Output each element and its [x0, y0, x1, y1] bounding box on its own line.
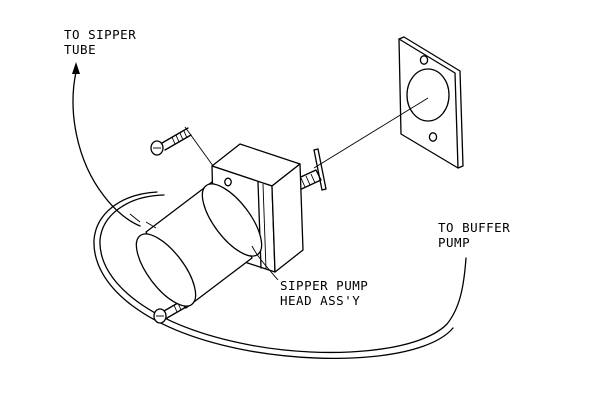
sipper-tube-line: [72, 71, 141, 227]
plate-screw-hole: [428, 132, 438, 142]
tube-stub: [145, 221, 157, 229]
mounting-hole: [406, 68, 450, 122]
sipper-tube-label-line2: TUBE: [64, 42, 97, 57]
wing-nut-icon: [313, 148, 327, 191]
sipper-tube-label-line1: TO SIPPER: [64, 27, 137, 42]
head-assembly-leader: [251, 245, 279, 281]
tube-stub: [129, 213, 141, 223]
buffer-pump-label-line1: TO BUFFER: [438, 220, 511, 235]
sipper-tube-arrow-icon: [72, 62, 80, 74]
head-assembly-label-line1: SIPPER PUMP: [280, 278, 369, 293]
alignment-line: [184, 126, 217, 171]
sipper-tube-label: TO SIPPER TUBE: [64, 27, 136, 57]
mounting-screw-icon: [150, 127, 192, 156]
alignment-line: [313, 97, 429, 169]
head-assembly-label-line2: HEAD ASS'Y: [280, 293, 361, 308]
plate-screw-hole: [419, 55, 429, 65]
pump-cylinder: [135, 181, 263, 309]
mounting-plate: [398, 36, 464, 169]
buffer-pump-label-line2: PUMP: [438, 235, 471, 250]
buffer-pump-label: TO BUFFER PUMP: [438, 220, 510, 250]
pump-head-screw-hole: [224, 177, 232, 187]
buffer-tube-line: [99, 194, 467, 354]
head-assembly-label: SIPPER PUMP HEAD ASS'Y: [280, 278, 368, 308]
buffer-tube-line-inner: [93, 191, 454, 360]
